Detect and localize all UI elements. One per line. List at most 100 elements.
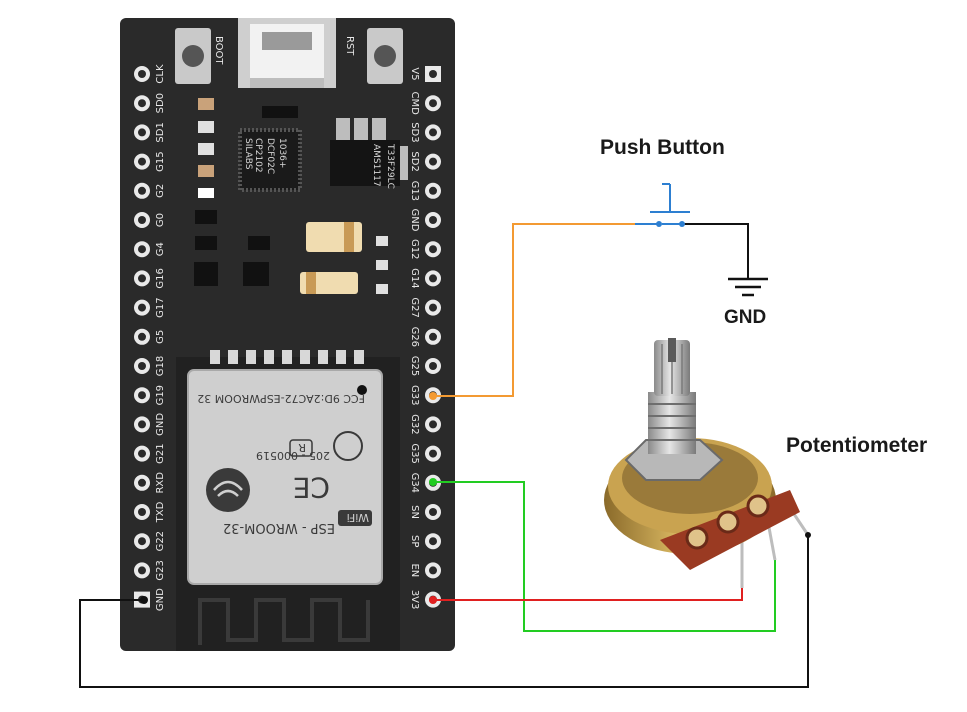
- module-wifi: WiFi: [347, 511, 369, 524]
- right-pin-hole: [429, 70, 437, 78]
- left-header-pins: CLKSD0SD1G15G2G0G4G16G17G5G18G19GNDG21RX…: [134, 64, 166, 611]
- right-header-pins: V5CMDSD3SD2G13GNDG12G14G27G26G25G33G32G3…: [409, 66, 441, 609]
- reset-button: RST: [344, 28, 403, 84]
- left-pin-hole: [138, 157, 146, 166]
- left-pin-label: RXD: [155, 472, 166, 494]
- module-ce: CE: [293, 471, 330, 504]
- left-pin-hole: [138, 245, 146, 254]
- chip-line-3: DCF02C: [265, 138, 275, 174]
- left-pin-label: G22: [155, 531, 166, 551]
- left-pin-hole: [138, 566, 146, 575]
- right-pin-hole: [429, 186, 437, 195]
- right-pin-hole: [429, 274, 437, 283]
- left-pin-hole: [138, 274, 146, 283]
- right-pin-label: SD3: [409, 122, 420, 142]
- regulator-line-1: AMS1117: [371, 144, 381, 187]
- regulator-line-2: T33F29LC: [385, 143, 395, 189]
- left-pin-label: GND: [155, 413, 166, 436]
- module-fcc: FCC 9D:2AC72-ESPWROOM 32: [197, 392, 365, 405]
- left-pin-label: CLK: [155, 64, 166, 84]
- potentiometer-label: Potentiometer: [786, 434, 928, 457]
- left-pin-hole: [138, 391, 146, 400]
- left-pin-label: SD1: [155, 122, 166, 142]
- left-pin-label: G19: [155, 385, 166, 405]
- right-pin-hole: [429, 332, 437, 341]
- wires: [79, 223, 809, 688]
- right-pin-label: SP: [409, 535, 420, 547]
- gnd-label: GND: [724, 307, 767, 328]
- right-pin-label: G33: [409, 385, 420, 405]
- right-pin-label: GND: [409, 209, 420, 232]
- right-pin-hole: [429, 157, 437, 166]
- right-pin-label: G13: [409, 181, 420, 201]
- left-pin-hole: [138, 449, 146, 458]
- usb-port: [238, 18, 336, 88]
- module-r-mark: R: [298, 441, 306, 454]
- boot-button: BOOT: [175, 28, 224, 84]
- right-pin-label: V5: [409, 67, 420, 80]
- right-pin-hole: [429, 303, 437, 312]
- right-pin-label: G34: [409, 473, 420, 493]
- right-pin-hole: [429, 362, 437, 370]
- left-pin-hole: [138, 362, 146, 370]
- right-pin-label: EN: [409, 563, 420, 577]
- left-pin-label: G0: [155, 213, 166, 227]
- right-pin-label: G25: [409, 356, 420, 376]
- esp-wroom-module: FCC 9D:2AC72-ESPWROOM 32 205 - 000519 R …: [187, 369, 383, 585]
- ground-symbol: [728, 277, 768, 297]
- right-pin-label: G35: [409, 443, 420, 463]
- wire-pot-vcc: [433, 588, 743, 601]
- right-pin-hole: [429, 216, 437, 224]
- chip-line-4: 1036+: [277, 138, 287, 168]
- left-pin-label: G15: [155, 151, 166, 171]
- right-pin-hole: [429, 128, 437, 137]
- boot-label: BOOT: [213, 36, 224, 65]
- left-pin-label: G16: [155, 268, 166, 288]
- left-pin-hole: [138, 508, 146, 516]
- left-pin-label: G23: [155, 560, 166, 580]
- chip-line-2: SILABS: [243, 138, 253, 170]
- left-pin-hole: [138, 537, 146, 546]
- right-pin-hole: [429, 99, 437, 108]
- left-pin-label: SD0: [155, 93, 166, 113]
- potentiometer: [604, 338, 811, 588]
- left-pin-hole: [138, 70, 146, 78]
- left-pin-hole: [138, 99, 146, 108]
- usb-uart-chip: CP2102 SILABS DCF02C 1036+: [238, 128, 302, 192]
- right-pin-hole: [429, 245, 437, 254]
- left-pin-hole: [138, 216, 146, 224]
- left-pin-label: G4: [155, 242, 166, 256]
- left-pin-hole: [138, 478, 146, 487]
- left-pin-label: G2: [155, 184, 166, 198]
- module-pads: [210, 350, 364, 364]
- wire-pot-ground: [79, 535, 809, 688]
- right-pin-label: CMD: [409, 92, 420, 116]
- wire-button-ground: [684, 223, 749, 278]
- left-pin-label: TXD: [155, 501, 166, 523]
- right-pin-label: G12: [409, 239, 420, 259]
- push-button-symbol: [635, 183, 690, 227]
- right-pin-hole: [429, 566, 437, 575]
- left-pin-hole: [138, 128, 146, 137]
- left-pin-hole: [138, 420, 146, 429]
- right-pin-hole: [429, 508, 437, 516]
- right-pin-label: G27: [409, 297, 420, 317]
- left-pin-label: G18: [155, 356, 166, 376]
- right-pin-hole: [429, 449, 437, 458]
- left-pin-label: G17: [155, 297, 166, 317]
- left-pin-label: G21: [155, 443, 166, 463]
- wire-button-signal: [433, 223, 635, 397]
- right-pin-label: G32: [409, 414, 420, 434]
- right-pin-label: SN: [409, 505, 420, 519]
- right-pin-hole: [429, 537, 437, 546]
- push-button-label: Push Button: [600, 136, 725, 159]
- esp32-board: BOOT RST CP2102 SILABS: [120, 18, 455, 651]
- right-pin-label: G14: [409, 268, 420, 288]
- right-pin-hole: [429, 420, 437, 429]
- voltage-regulator: AMS1117 T33F29LC: [330, 118, 408, 189]
- rst-label: RST: [344, 36, 355, 56]
- right-pin-label: 3V3: [409, 590, 420, 610]
- left-pin-hole: [138, 186, 146, 195]
- left-pin-label: GND: [155, 588, 166, 611]
